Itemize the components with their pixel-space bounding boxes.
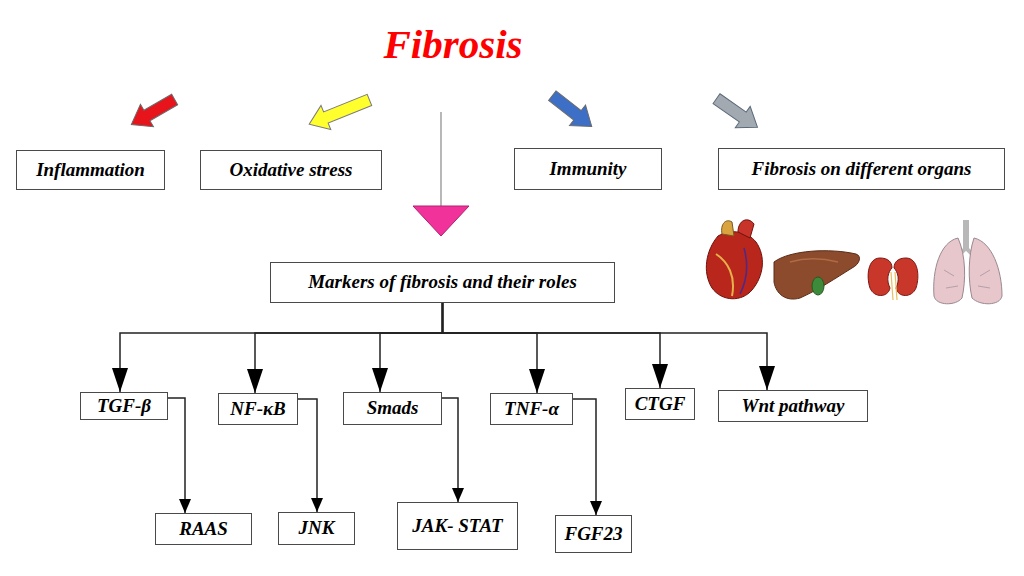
connector-arrow: [298, 399, 317, 512]
text-box: Inflammation: [16, 150, 165, 190]
box-label: FGF23: [564, 524, 622, 545]
diagram-title: Fibrosis: [303, 20, 603, 68]
yellow-arrow: [304, 88, 374, 136]
liver-illustration: [774, 251, 859, 299]
box-label: NF-κB: [230, 399, 285, 420]
text-box: TGF-β: [80, 392, 168, 420]
box-label: Smads: [367, 398, 419, 419]
text-box: Markers of fibrosis and their roles: [270, 262, 615, 303]
box-label: Wnt pathway: [742, 396, 845, 417]
text-box: CTGF: [625, 388, 695, 420]
connector-arrow: [380, 303, 443, 392]
red-arrow: [125, 88, 181, 136]
connector-arrow: [573, 399, 596, 515]
text-box: Wnt pathway: [718, 390, 868, 422]
connector-arrow: [443, 303, 768, 390]
box-label: JAK- STAT: [412, 516, 502, 537]
text-box: Smads: [343, 392, 442, 425]
text-box: JAK- STAT: [397, 502, 518, 550]
connector-arrow: [120, 303, 443, 392]
gray-arrow: [709, 88, 765, 138]
kidney-illustration: [868, 258, 918, 300]
box-label: TNF-α: [504, 399, 559, 420]
box-label: CTGF: [635, 394, 686, 415]
text-box: TNF-α: [490, 393, 573, 425]
text-box: Oxidative stress: [200, 150, 382, 190]
box-label: RAAS: [179, 519, 228, 540]
text-box: JNK: [278, 512, 355, 545]
text-box: RAAS: [155, 513, 252, 545]
connector-arrow: [443, 303, 538, 393]
box-label: Markers of fibrosis and their roles: [308, 272, 577, 293]
box-label: Oxidative stress: [230, 160, 353, 181]
lungs-illustration: [934, 220, 1002, 304]
connector-arrow: [168, 398, 185, 513]
connector-arrow: [443, 303, 661, 388]
pink-triangle: [413, 206, 469, 236]
text-box: NF-κB: [218, 393, 298, 425]
box-label: JNK: [299, 518, 335, 539]
connector-arrow: [255, 303, 443, 393]
blue-arrow: [544, 85, 599, 136]
box-label: TGF-β: [97, 396, 151, 417]
connector-arrow: [442, 398, 458, 502]
box-label: Immunity: [549, 159, 626, 180]
heart-illustration: [706, 220, 762, 299]
box-label: Inflammation: [36, 160, 145, 181]
text-box: Fibrosis on different organs: [718, 148, 1005, 190]
text-box: Immunity: [514, 148, 662, 190]
center-line: [440, 112, 441, 206]
text-box: FGF23: [555, 515, 632, 553]
box-label: Fibrosis on different organs: [752, 159, 972, 180]
